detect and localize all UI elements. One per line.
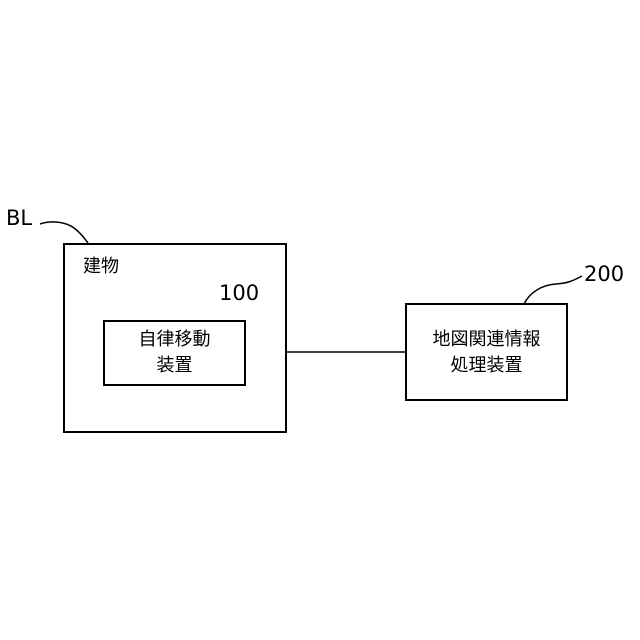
building-ref-label: BL bbox=[6, 208, 32, 229]
processor-leader-line bbox=[524, 276, 582, 304]
device-label-line2: 装置 bbox=[103, 353, 246, 379]
device-label-line1: 自律移動 bbox=[103, 327, 246, 353]
processor-label-line1: 地図関連情報 bbox=[405, 327, 568, 353]
building-label: 建物 bbox=[83, 254, 119, 280]
device-ref-label: 100 bbox=[219, 283, 259, 304]
processor-ref-label: 200 bbox=[584, 264, 624, 285]
building-leader-line bbox=[40, 222, 88, 243]
processor-label-line2: 処理装置 bbox=[405, 353, 568, 379]
